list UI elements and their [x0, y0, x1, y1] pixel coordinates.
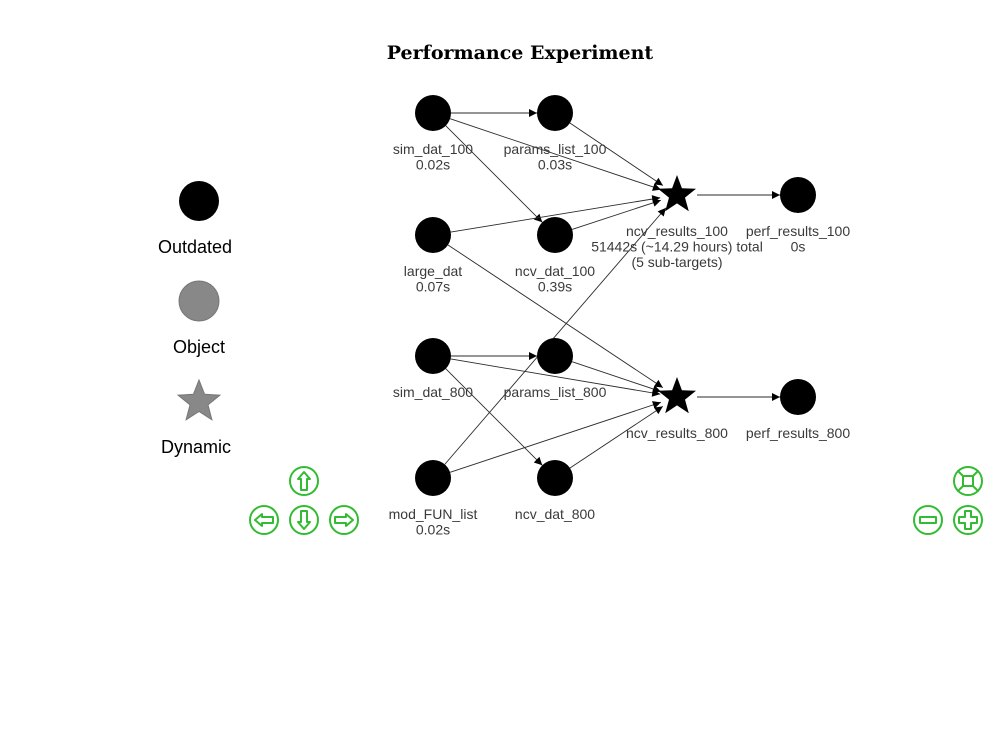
legend-outdated-circle [179, 181, 219, 221]
zoom-out-button[interactable] [913, 505, 943, 535]
plus-icon [958, 510, 978, 530]
node-label: perf_results_100 [746, 223, 851, 239]
zoom-in-button[interactable] [953, 505, 983, 535]
legend-item-dynamic: Dynamic [161, 378, 231, 457]
pan-up-button[interactable] [289, 466, 319, 496]
legend-dynamic-label: Dynamic [161, 437, 231, 457]
legend-outdated-label: Outdated [158, 237, 232, 257]
legend-item-object: Object [173, 280, 225, 357]
edge-mod_FUN_list-to-ncv_results_800 [449, 401, 662, 473]
node-sublabel: (5 sub-targets) [631, 254, 722, 270]
edge-ncv_dat_100-to-ncv_results_100 [571, 198, 661, 230]
node-label: ncv_results_800 [626, 425, 728, 441]
node-label: ncv_dat_100 [515, 263, 595, 279]
edge-large_dat-to-ncv_results_100 [450, 195, 661, 233]
node-sublabel: 51442s (~14.29 hours) total [591, 239, 763, 255]
legend-star-icon [176, 378, 222, 421]
node-label: params_list_100 [504, 141, 607, 157]
circle-node-icon [415, 338, 451, 374]
node-sim_dat_800[interactable]: sim_dat_800 [393, 338, 473, 400]
star-node-icon [658, 175, 696, 212]
node-sublabel: 0.39s [538, 279, 572, 295]
node-ncv_results_800[interactable]: ncv_results_800 [626, 377, 728, 441]
node-label: params_list_800 [504, 384, 607, 400]
arrow-up-icon [297, 471, 311, 491]
circle-node-icon [537, 460, 573, 496]
node-sublabel: 0.07s [416, 279, 450, 295]
node-label: sim_dat_100 [393, 141, 473, 157]
nodes-layer: sim_dat_1000.02sparams_list_1000.03slarg… [389, 95, 851, 538]
edge-sim_dat_800-to-ncv_dat_800 [445, 368, 543, 466]
circle-node-icon [537, 338, 573, 374]
edge-large_dat-to-ncv_results_800 [447, 244, 664, 388]
edge-ncv_dat_800-to-ncv_results_800 [569, 406, 664, 469]
edge-params_list_800-to-ncv_results_800 [571, 361, 662, 393]
edge-mod_FUN_list-to-ncv_results_100 [444, 207, 667, 465]
star-node-icon [658, 377, 696, 414]
node-label: large_dat [404, 263, 462, 279]
node-ncv_dat_800[interactable]: ncv_dat_800 [515, 460, 595, 522]
edge-sim_dat_100-to-ncv_results_100 [449, 118, 662, 191]
graph-title: Performance Experiment [387, 42, 654, 64]
arrow-left-icon [254, 513, 274, 527]
edge-params_list_100-to-ncv_results_100 [569, 122, 664, 186]
node-params_list_800[interactable]: params_list_800 [504, 338, 607, 400]
node-perf_results_800[interactable]: perf_results_800 [746, 379, 851, 441]
edge-sim_dat_100-to-ncv_dat_100 [445, 125, 543, 223]
circle-node-icon [537, 95, 573, 131]
legend-object-label: Object [173, 337, 225, 357]
node-sublabel: 0.02s [416, 522, 450, 538]
legend-item-outdated: Outdated [158, 181, 232, 257]
legend: Outdated Object Dynamic [158, 181, 273, 462]
node-label: perf_results_800 [746, 425, 851, 441]
circle-node-icon [780, 177, 816, 213]
zoom-extends-button[interactable] [953, 466, 983, 496]
fit-icon [957, 470, 979, 492]
minus-icon [919, 516, 937, 524]
pan-left-button[interactable] [249, 505, 279, 535]
circle-node-icon [415, 95, 451, 131]
circle-node-icon [415, 217, 451, 253]
edge-sim_dat_800-to-ncv_results_800 [450, 358, 661, 397]
node-sublabel: 0s [791, 239, 806, 255]
circle-node-icon [780, 379, 816, 415]
edges-layer [444, 109, 780, 473]
pan-down-button[interactable] [289, 505, 319, 535]
node-sublabel: 0.02s [416, 157, 450, 173]
legend-object-circle [178, 280, 220, 322]
circle-node-icon [415, 460, 451, 496]
node-label: ncv_dat_800 [515, 506, 595, 522]
circle-node-icon [537, 217, 573, 253]
node-label: sim_dat_800 [393, 384, 473, 400]
node-label: mod_FUN_list [389, 506, 478, 522]
pan-right-button[interactable] [329, 505, 359, 535]
arrow-down-icon [297, 510, 311, 530]
node-sublabel: 0.03s [538, 157, 572, 173]
arrow-right-icon [334, 513, 354, 527]
node-label: ncv_results_100 [626, 223, 728, 239]
